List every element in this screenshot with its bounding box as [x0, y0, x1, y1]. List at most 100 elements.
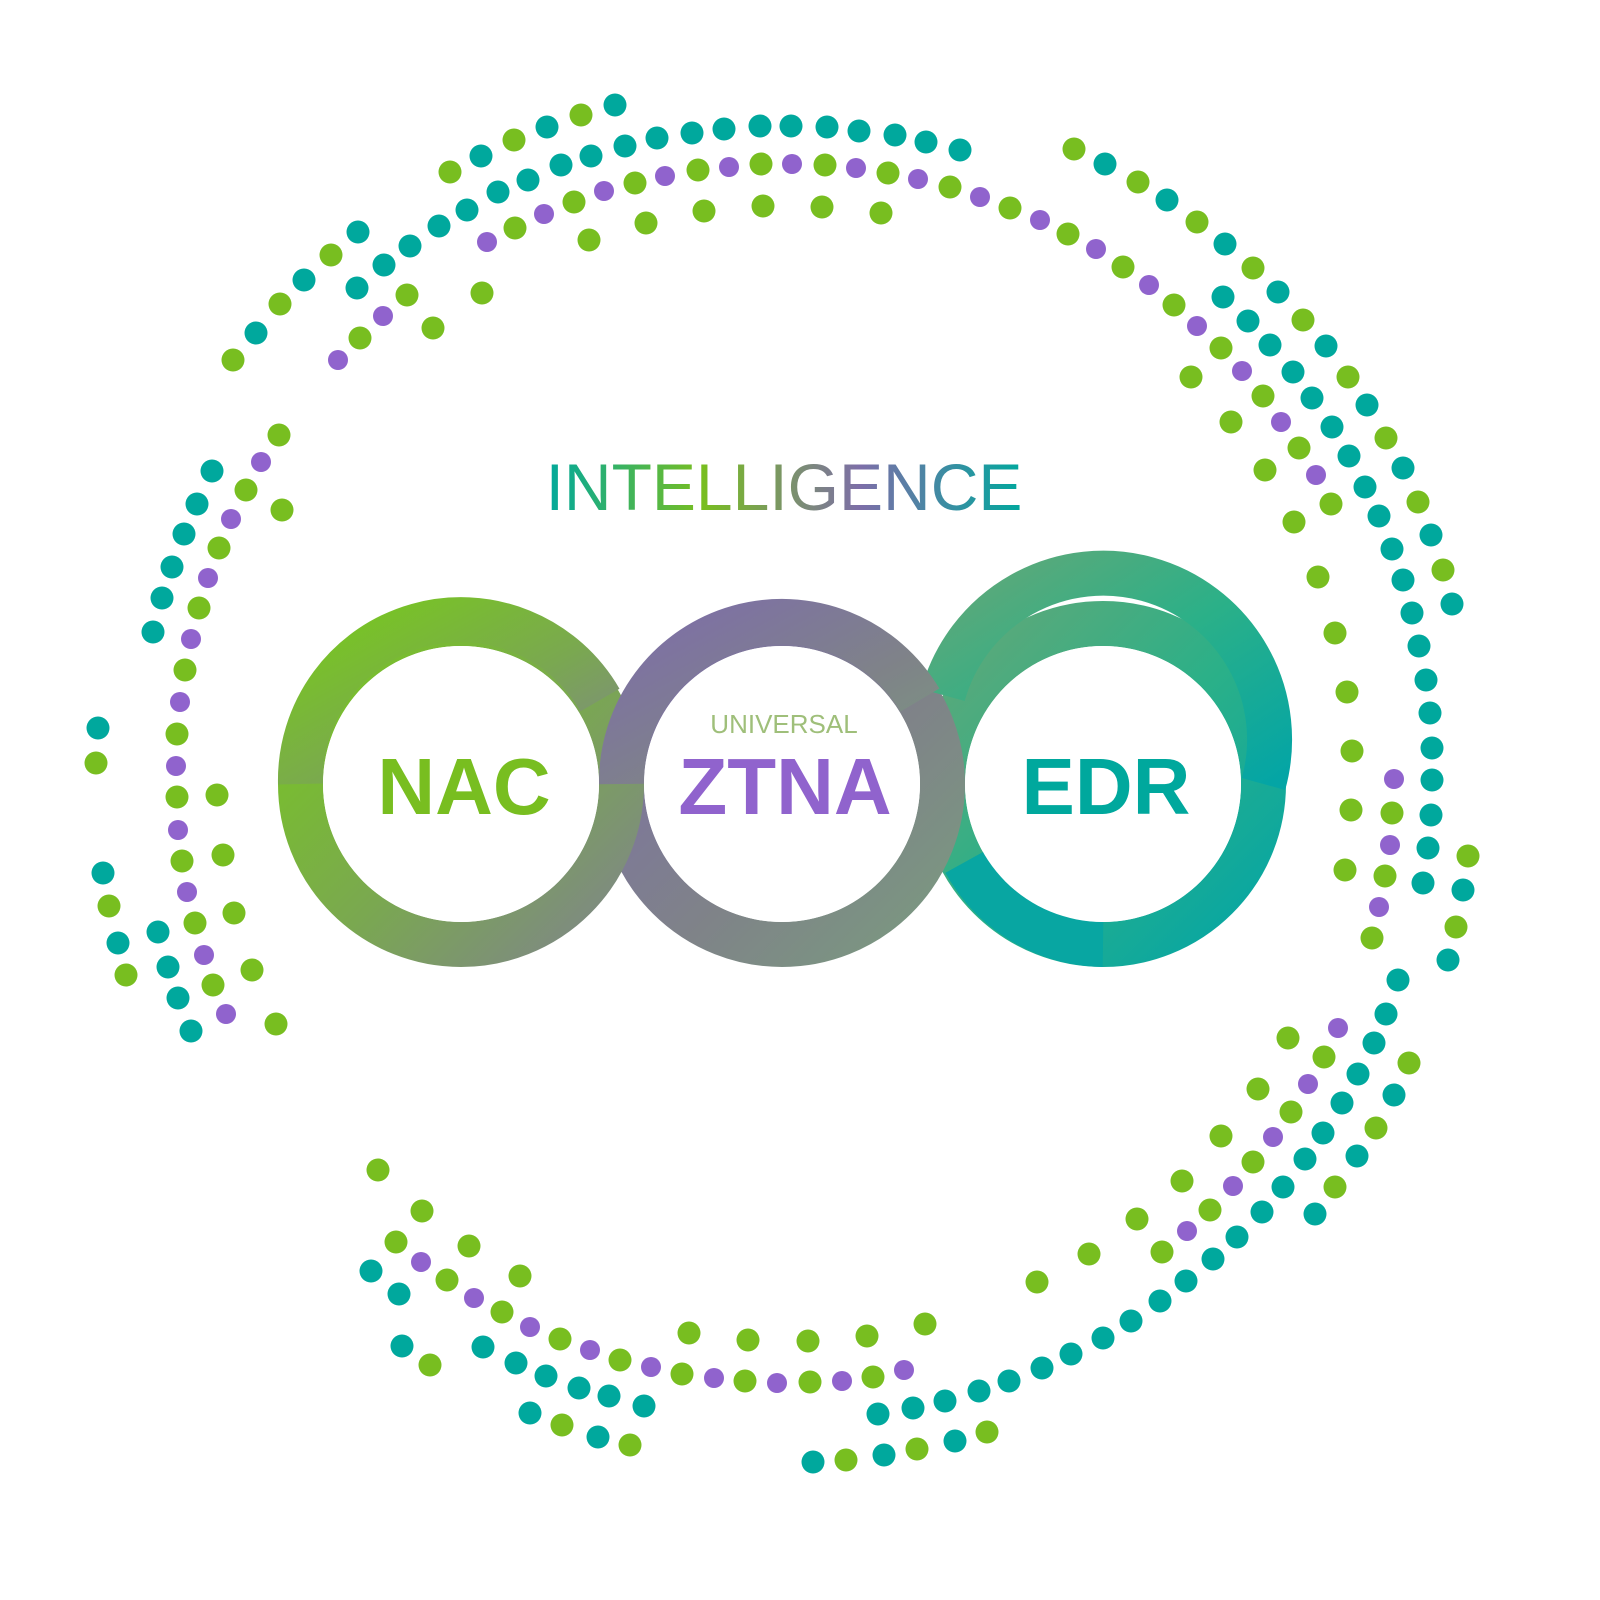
- green-dot: [222, 901, 246, 925]
- purple-dot: [1187, 316, 1207, 336]
- green-dot: [577, 228, 601, 252]
- teal-dot: [504, 1351, 528, 1375]
- green-dot: [366, 1158, 390, 1182]
- teal-dot: [1211, 285, 1235, 309]
- green-dot: [170, 849, 194, 873]
- teal-dot: [455, 198, 479, 222]
- teal-dot: [146, 920, 170, 944]
- teal-dot: [1258, 333, 1282, 357]
- teal-dot: [1271, 1175, 1295, 1199]
- teal-dot: [345, 276, 369, 300]
- green-dot: [796, 1329, 820, 1353]
- green-dot: [1444, 915, 1468, 939]
- green-dot: [173, 658, 197, 682]
- green-dot: [686, 158, 710, 182]
- green-dot: [751, 194, 775, 218]
- green-dot: [114, 963, 138, 987]
- teal-dot: [597, 1384, 621, 1408]
- teal-dot: [1420, 768, 1444, 792]
- green-dot: [264, 1012, 288, 1036]
- green-dot: [201, 973, 225, 997]
- teal-dot: [933, 1389, 957, 1413]
- green-dot: [1306, 565, 1330, 589]
- purple-dot: [1271, 412, 1291, 432]
- purple-dot: [194, 945, 214, 965]
- green-dot: [508, 1264, 532, 1288]
- green-dot: [1431, 558, 1455, 582]
- green-dot: [938, 175, 962, 199]
- green-dot: [348, 326, 372, 350]
- teal-dot: [1300, 386, 1324, 410]
- teal-dot: [346, 220, 370, 244]
- green-dot: [749, 152, 773, 176]
- purple-dot: [1369, 897, 1389, 917]
- purple-dot: [198, 568, 218, 588]
- teal-dot: [372, 253, 396, 277]
- teal-dot: [613, 134, 637, 158]
- green-dot: [869, 201, 893, 225]
- teal-dot: [712, 117, 736, 141]
- green-dot: [834, 1448, 858, 1472]
- teal-dot: [166, 986, 190, 1010]
- purple-dot: [168, 820, 188, 840]
- teal-dot: [1345, 1144, 1369, 1168]
- teal-dot: [1320, 415, 1344, 439]
- green-dot: [1456, 844, 1480, 868]
- purple-dot: [464, 1288, 484, 1308]
- dot-pattern-decoration: [84, 93, 1480, 1474]
- teal-dot: [1330, 1091, 1354, 1115]
- green-dot: [677, 1321, 701, 1345]
- teal-dot: [471, 1335, 495, 1359]
- green-dot: [1253, 458, 1277, 482]
- teal-dot: [1303, 1202, 1327, 1226]
- teal-dot: [847, 119, 871, 143]
- teal-dot: [1119, 1309, 1143, 1333]
- green-dot: [618, 1433, 642, 1457]
- teal-dot: [567, 1376, 591, 1400]
- ring-edr-overlap: [921, 550, 1293, 790]
- green-dot: [1056, 222, 1080, 246]
- teal-dot: [1382, 1083, 1406, 1107]
- green-dot: [1246, 1077, 1270, 1101]
- green-dot: [503, 216, 527, 240]
- teal-dot: [200, 459, 224, 483]
- teal-dot: [1355, 393, 1379, 417]
- purple-dot: [411, 1252, 431, 1272]
- purple-dot: [181, 629, 201, 649]
- green-dot: [207, 536, 231, 560]
- teal-dot: [1353, 475, 1377, 499]
- teal-dot: [1416, 836, 1440, 860]
- teal-dot: [387, 1282, 411, 1306]
- teal-dot: [1400, 601, 1424, 625]
- green-dot: [1251, 384, 1275, 408]
- green-dot: [1241, 256, 1265, 280]
- purple-dot: [1232, 361, 1252, 381]
- green-dot: [1333, 858, 1357, 882]
- teal-dot: [1174, 1269, 1198, 1293]
- purple-dot: [1328, 1018, 1348, 1038]
- teal-dot: [1418, 701, 1442, 725]
- green-dot: [1276, 1026, 1300, 1050]
- green-dot: [1340, 739, 1364, 763]
- green-dot: [1125, 1207, 1149, 1231]
- teal-dot: [943, 1429, 967, 1453]
- teal-dot: [883, 123, 907, 147]
- teal-dot: [91, 861, 115, 885]
- green-dot: [733, 1369, 757, 1393]
- purple-dot: [580, 1340, 600, 1360]
- purple-dot: [477, 232, 497, 252]
- green-dot: [395, 283, 419, 307]
- teal-dot: [779, 114, 803, 138]
- green-dot: [1319, 492, 1343, 516]
- purple-dot: [655, 166, 675, 186]
- teal-dot: [160, 555, 184, 579]
- green-dot: [1339, 798, 1363, 822]
- teal-dot: [141, 620, 165, 644]
- purple-dot: [1380, 835, 1400, 855]
- green-dot: [810, 195, 834, 219]
- purple-dot: [1030, 210, 1050, 230]
- label-ztna: ZTNA: [678, 742, 891, 831]
- teal-dot: [1420, 736, 1444, 760]
- teal-dot: [1293, 1147, 1317, 1171]
